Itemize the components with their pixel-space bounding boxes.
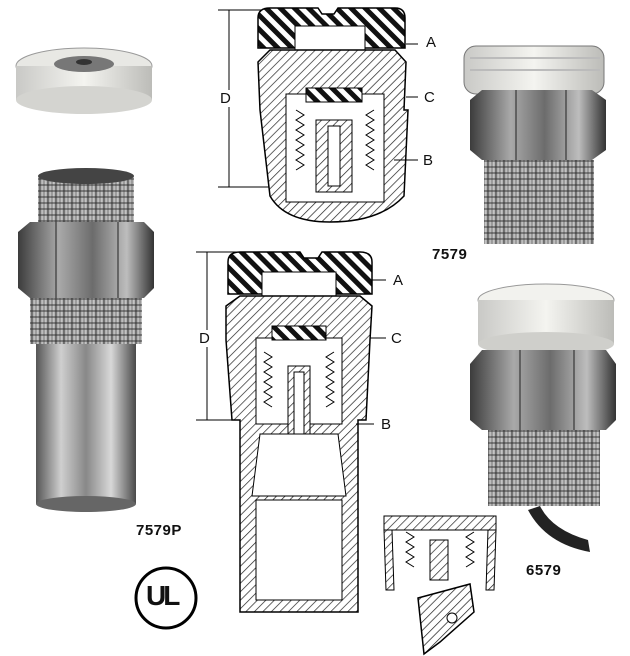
diagram-bottom-section (196, 251, 386, 613)
model-label-7579: 7579 (432, 246, 468, 263)
diagram-operated-detail (383, 515, 497, 656)
model-label-7579p: 7579P (136, 522, 182, 539)
label-a-bottom: A (393, 272, 404, 289)
photo-7579 (463, 45, 606, 244)
diagram-top-section (218, 7, 418, 223)
ul-mark-emblem (134, 566, 198, 630)
label-d-top: D (219, 90, 232, 107)
label-d-bottom: D (198, 330, 211, 347)
photo-7579p-cap (15, 47, 153, 114)
photo-7579p-fitting (18, 168, 154, 512)
label-a-top: A (426, 34, 437, 51)
model-label-6579: 6579 (526, 562, 562, 579)
label-b-top: B (423, 152, 434, 169)
label-b-bottom: B (381, 416, 392, 433)
ul-mark-text: UL (146, 580, 180, 611)
label-c-top: C (424, 89, 435, 106)
label-c-bottom: C (391, 330, 402, 347)
photo-6579 (470, 283, 616, 552)
